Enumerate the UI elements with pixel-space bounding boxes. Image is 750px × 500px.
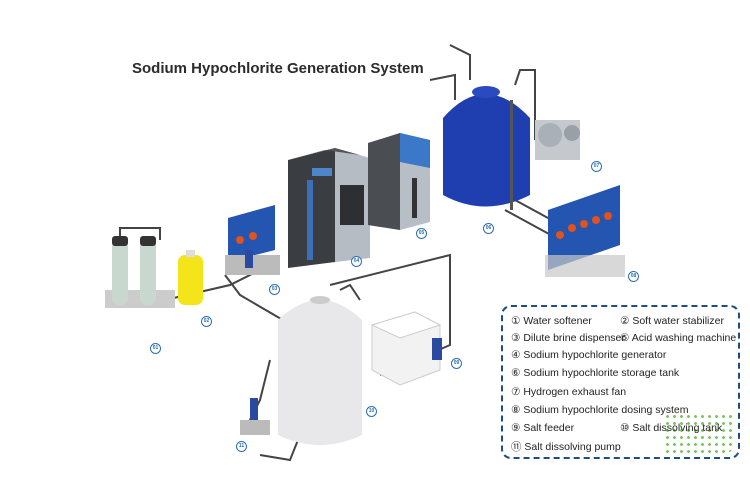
legend-item-2: ② Soft water stabilizer	[620, 315, 724, 327]
legend-item-6: ⑥ Sodium hypochlorite storage tank	[511, 367, 680, 379]
legend-item-9: ⑨ Salt feeder	[511, 422, 575, 434]
legend-item-1: ① Water softener	[511, 315, 592, 327]
water-softener	[105, 236, 175, 308]
callout-5: 05	[416, 228, 427, 239]
legend-item-4: ④ Sodium hypochlorite generator	[511, 349, 667, 361]
legend-item-10: ⑩ Salt dissolving tank	[620, 422, 723, 434]
callout-9: 09	[451, 358, 462, 369]
acid-washing-machine	[368, 133, 430, 230]
callout-7: 07	[591, 161, 602, 172]
dosing-system	[545, 185, 625, 277]
legend-item-5: ⑤ Acid washing machine	[620, 332, 737, 344]
salt-dissolving-pump	[240, 398, 270, 435]
page-title: Sodium Hypochlorite Generation System	[132, 60, 424, 77]
callout-8: 08	[628, 271, 639, 282]
dilute-brine-dispenser	[225, 205, 280, 275]
salt-dissolving-tank	[278, 296, 362, 445]
decorative-dots	[664, 413, 734, 453]
callout-4: 04	[351, 256, 362, 267]
sodium-hypochlorite-storage-tank	[443, 86, 530, 210]
legend-item-8: ⑧ Sodium hypochlorite dosing system	[511, 404, 689, 416]
salt-feeder	[370, 311, 442, 386]
sodium-hypochlorite-generator	[288, 148, 370, 268]
callout-6: 06	[483, 223, 494, 234]
soft-water-stabilizer	[178, 250, 203, 305]
callout-1: 01	[150, 343, 161, 354]
legend-item-7: ⑦ Hydrogen exhaust fan	[511, 386, 627, 398]
callout-2: 02	[201, 316, 212, 327]
hydrogen-exhaust-fan	[535, 120, 580, 160]
callout-11: 11	[236, 441, 247, 452]
callout-10: 10	[366, 406, 377, 417]
callout-3: 03	[269, 284, 280, 295]
legend-item-3: ③ Dilute brine dispenser	[511, 332, 625, 344]
legend-item-11: ⑪ Salt dissolving pump	[511, 441, 621, 453]
legend-box: ① Water softener ② Soft water stabilizer…	[501, 305, 740, 459]
